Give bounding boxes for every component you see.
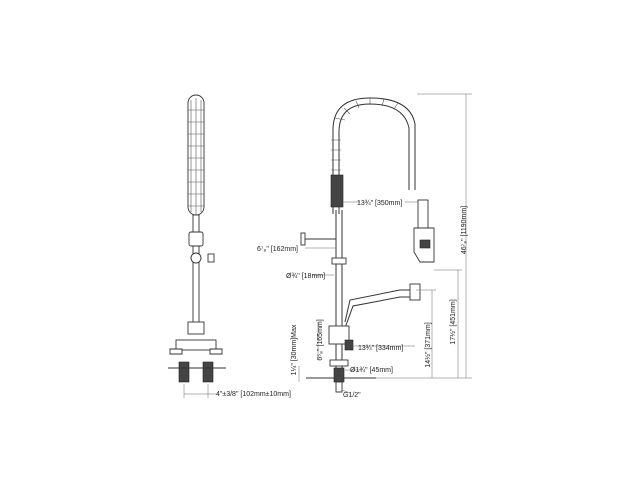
label-flange-diameter: Ø1¾" [45mm] xyxy=(350,367,393,374)
front-left-handle xyxy=(169,348,183,355)
side-handle xyxy=(344,339,354,351)
label-spout-reach: 13¾" [334mm] xyxy=(358,345,403,352)
side-riser-clip xyxy=(331,257,347,265)
label-center-spacing: 4"±3/8" [102mm±10mm] xyxy=(216,391,291,398)
label-riser-height: 6⁵₈" [165mm] xyxy=(317,319,324,360)
label-spout-height: 14½" [371mm] xyxy=(424,322,432,367)
label-spring-length: 13¾" [350mm] xyxy=(357,200,402,207)
side-spout-top xyxy=(344,289,416,323)
label-tube-diameter: Ø¾" [18mm] xyxy=(286,273,325,280)
side-spring-hatched xyxy=(330,174,344,208)
side-flange xyxy=(329,359,349,367)
side-spout-nozzle xyxy=(409,283,421,301)
side-spray-hose xyxy=(417,199,429,229)
front-right-shank xyxy=(202,361,214,383)
front-spring-hatch xyxy=(188,109,204,207)
front-wall-bracket xyxy=(190,252,202,264)
front-valve-body xyxy=(187,321,205,335)
front-mixer-bar xyxy=(175,339,217,351)
front-left-shank xyxy=(178,361,190,383)
side-view: 13¾" [350mm] 6⁷₈" [162mm] Ø¾" [18mm] 6⁵₈… xyxy=(257,93,472,399)
side-mixer-body xyxy=(328,325,350,345)
side-spray-trigger xyxy=(419,239,431,249)
label-overall-height: 46⁷₈" [1190mm] xyxy=(461,206,468,254)
side-arc-inner xyxy=(338,103,410,214)
front-bracket-stub xyxy=(207,253,215,263)
label-overall-spout-height: 17½" [451mm] xyxy=(449,299,457,344)
front-spray-valve xyxy=(188,231,204,247)
label-inlet-thread: G1/2" xyxy=(343,392,361,399)
front-view: 4"±3/8" [102mm±10mm] xyxy=(168,94,291,398)
label-bracket-offset: 6⁷₈" [162mm] xyxy=(257,246,298,253)
side-shank xyxy=(333,367,345,383)
side-bracket-plate xyxy=(300,232,306,246)
front-riser-tube xyxy=(192,214,200,326)
side-spout-bottom xyxy=(344,296,416,329)
dim-leader xyxy=(341,389,351,394)
label-deck-thickness: 1¼" [30mm]Max xyxy=(291,324,298,375)
front-right-handle xyxy=(209,348,223,355)
side-inlet xyxy=(335,381,343,393)
